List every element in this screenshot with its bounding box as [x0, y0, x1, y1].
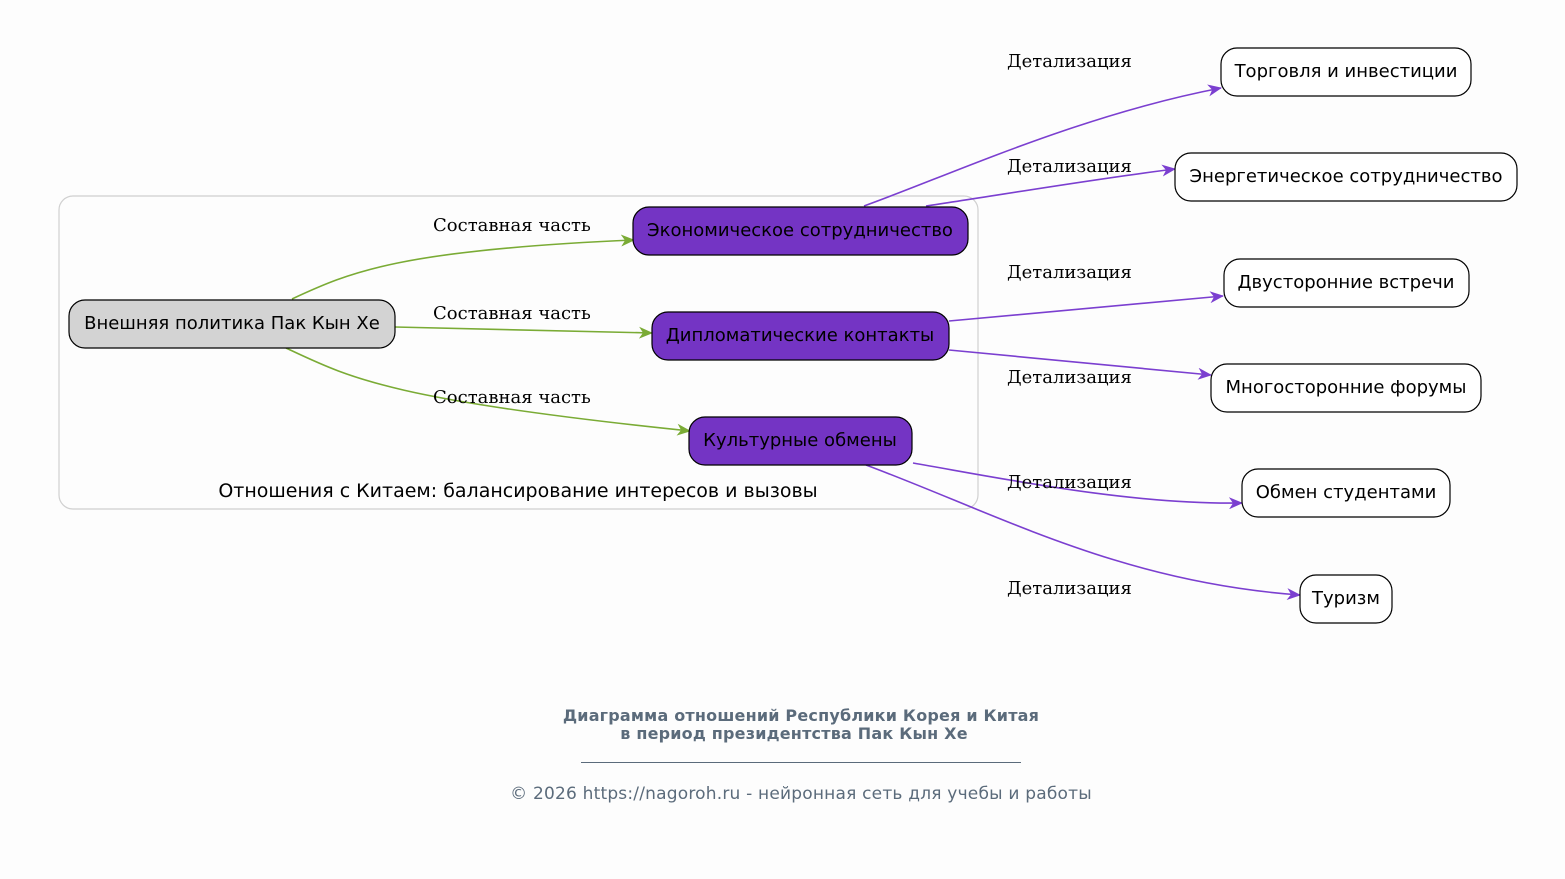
edge-label-economic-energy: Детализация: [1007, 156, 1132, 177]
edge-economic-trade: [863, 84, 1222, 207]
cluster-label: Отношения с Китаем: балансирование интер…: [218, 480, 817, 502]
node-economic-label: Экономическое сотрудничество: [647, 220, 953, 241]
edge-label-economic-trade: Детализация: [1007, 51, 1132, 72]
node-cultural-box: [688, 416, 913, 466]
node-bilateral-box: [1223, 258, 1470, 308]
edge-label-cultural-students: Детализация: [1007, 472, 1132, 493]
edge-cultural-students: [912, 462, 1243, 510]
edge-cultural-tourism: [865, 464, 1301, 601]
node-tourism-label: Туризм: [1311, 588, 1380, 609]
edges-component: Составная часть Составная часть Составна…: [285, 215, 691, 436]
node-multilateral-label: Многосторонние форумы: [1226, 377, 1467, 398]
node-multilateral-box: [1210, 363, 1482, 413]
edge-root-cultural: [285, 347, 691, 436]
node-tourism[interactable]: Туризм: [1299, 574, 1393, 624]
edges-detail: Детализация Детализация Детализация Дета…: [863, 51, 1301, 601]
node-root-box: [68, 299, 396, 349]
node-trade-label: Торговля и инвестиции: [1234, 61, 1458, 82]
node-diplomatic[interactable]: Дипломатические контакты: [651, 311, 950, 361]
edge-label-cultural-tourism: Детализация: [1007, 578, 1132, 599]
node-economic[interactable]: Экономическое сотрудничество: [632, 206, 969, 256]
edge-diplomatic-bilateral: [948, 291, 1224, 322]
node-trade-box: [1220, 47, 1472, 97]
node-diplomatic-label: Дипломатические контакты: [666, 325, 935, 346]
node-root-label: Внешняя политика Пак Кын Хе: [84, 313, 380, 334]
node-students-label: Обмен студентами: [1256, 482, 1437, 503]
edge-root-diplomatic: [394, 326, 653, 339]
edge-economic-energy: [925, 164, 1176, 207]
node-cultural-label: Культурные обмены: [703, 430, 897, 451]
footer-title: Диаграмма отношений Республики Корея и К…: [0, 707, 1565, 743]
node-tourism-box: [1299, 574, 1393, 624]
edge-label-root-diplomatic: Составная часть: [433, 303, 591, 324]
node-bilateral[interactable]: Двусторонние встречи: [1223, 258, 1470, 308]
edge-label-root-cultural: Составная часть: [433, 387, 591, 408]
node-energy[interactable]: Энергетическое сотрудничество: [1174, 152, 1518, 202]
node-bilateral-label: Двусторонние встречи: [1237, 272, 1454, 293]
edge-diplomatic-multilateral: [948, 349, 1212, 380]
node-students-box: [1241, 468, 1451, 518]
node-diplomatic-box: [651, 311, 950, 361]
node-economic-box: [632, 206, 969, 256]
node-trade[interactable]: Торговля и инвестиции: [1220, 47, 1472, 97]
edge-label-diplomatic-bilateral: Детализация: [1007, 262, 1132, 283]
edge-root-economic: [291, 234, 635, 300]
footer-title-line1: Диаграмма отношений Республики Корея и К…: [562, 706, 1040, 725]
node-multilateral[interactable]: Многосторонние форумы: [1210, 363, 1482, 413]
footer-copyright: © 2026 https://nagoroh.ru - нейронная се…: [510, 784, 1092, 804]
node-students[interactable]: Обмен студентами: [1241, 468, 1451, 518]
node-energy-label: Энергетическое сотрудничество: [1190, 166, 1503, 187]
edge-label-diplomatic-multilateral: Детализация: [1007, 367, 1132, 388]
footer-divider: [581, 762, 1021, 763]
node-root[interactable]: Внешняя политика Пак Кын Хе: [68, 299, 396, 349]
node-energy-box: [1174, 152, 1518, 202]
footer-title-line2: в период президентства Пак Кын Хе: [620, 724, 968, 743]
node-cultural[interactable]: Культурные обмены: [688, 416, 913, 466]
edge-label-root-economic: Составная часть: [433, 215, 591, 236]
